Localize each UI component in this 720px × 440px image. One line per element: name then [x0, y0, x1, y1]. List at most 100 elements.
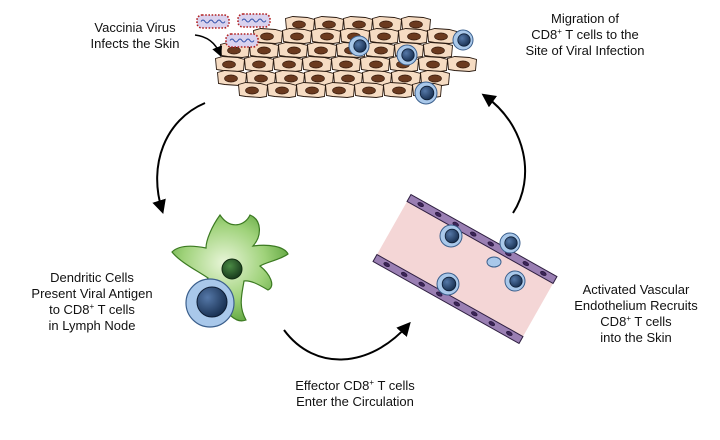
endothelial-nucleus	[417, 202, 424, 208]
t-cell-icon	[504, 270, 526, 292]
label-line: in Lymph Node	[48, 318, 136, 333]
skin-cell-nucleus	[392, 86, 406, 95]
skin-cell-nucleus	[282, 60, 296, 69]
skin-cell-nucleus	[314, 46, 328, 55]
t-cell-icon	[499, 232, 521, 254]
skin-cell-nucleus	[290, 32, 304, 41]
virus-particle-icon	[196, 14, 230, 29]
label-line: Migration of	[551, 11, 619, 26]
endothelial-nucleus	[383, 262, 390, 268]
endothelial-nucleus	[418, 281, 425, 287]
skin-cell-nucleus	[322, 20, 336, 29]
skin-cell-nucleus	[407, 32, 421, 41]
virus-particle-icon	[225, 33, 259, 48]
endothelial-nucleus	[540, 270, 547, 276]
t-cell-icon	[348, 35, 370, 57]
label-line: into the Skin	[600, 330, 672, 345]
endothelial-nucleus	[471, 311, 478, 317]
t-cell-extravasating	[486, 256, 502, 268]
skin-cell-nucleus	[254, 74, 268, 83]
endothelial-nucleus	[435, 211, 442, 217]
vessel-lumen	[375, 198, 555, 340]
endothelial-nucleus	[506, 330, 513, 336]
label-line: CD8+ T cells	[600, 314, 672, 329]
skin-cell-nucleus	[222, 60, 236, 69]
endothelial-nucleus	[470, 231, 477, 237]
skin-cell-nucleus	[362, 86, 376, 95]
endothelial-nucleus	[488, 321, 495, 327]
skin-cell-nucleus	[287, 46, 301, 55]
skin-cell-nucleus	[292, 20, 306, 29]
label-line: CD8+ T cells to the	[531, 27, 639, 42]
vessel-wall	[372, 253, 524, 345]
label-line: Endothelium Recruits	[574, 298, 698, 313]
skin-cell-nucleus	[332, 86, 346, 95]
t-cell-icon	[439, 224, 463, 248]
skin-cell-nucleus	[426, 60, 440, 69]
skin-cell-nucleus	[409, 20, 423, 29]
endothelial-nucleus	[401, 271, 408, 277]
skin-cell-nucleus	[309, 60, 323, 69]
skin-tissue-icon	[215, 16, 477, 98]
t-cell-icon	[414, 81, 438, 105]
endothelial-nucleus	[453, 301, 460, 307]
label-line: Activated Vascular	[582, 282, 690, 297]
t-cell-icon	[185, 278, 235, 328]
skin-cell-nucleus	[252, 60, 266, 69]
skin-cell-nucleus	[305, 86, 319, 95]
label-line: Site of Viral Infection	[525, 43, 645, 58]
skin-cell-nucleus	[377, 32, 391, 41]
endothelial-nucleus	[522, 261, 529, 267]
virus-particle-icon	[237, 13, 271, 28]
dendritic-nucleus	[221, 258, 243, 280]
t-cell-icon	[436, 272, 460, 296]
vessel-wall	[406, 193, 558, 285]
t-cell-icon	[452, 29, 474, 51]
skin-cell-nucleus	[227, 46, 241, 55]
skin-cell-nucleus	[339, 60, 353, 69]
skin-cell-nucleus	[311, 74, 325, 83]
skin-cell-nucleus	[434, 32, 448, 41]
blood-vessel-icon	[372, 193, 558, 345]
skin-cell-nucleus	[284, 74, 298, 83]
skin-cell-nucleus	[369, 60, 383, 69]
skin-cell-nucleus	[374, 46, 388, 55]
cycle-arrow-icon	[481, 93, 527, 214]
cycle-arrow-icon	[283, 321, 411, 361]
label-line: Effector CD8+ T cells	[295, 378, 415, 393]
label-line: Vaccinia Virus	[94, 20, 176, 35]
skin-cell-nucleus	[379, 20, 393, 29]
skin-cell-nucleus	[371, 74, 385, 83]
skin-cell-nucleus	[257, 46, 271, 55]
label-line: Infects the Skin	[90, 36, 180, 51]
skin-cell-nucleus	[341, 74, 355, 83]
virus-particles	[196, 13, 271, 48]
skin-cell-nucleus	[275, 86, 289, 95]
label-line: Present Viral Antigen	[31, 286, 153, 301]
endothelial-nucleus	[436, 291, 443, 297]
skin-cell-nucleus	[398, 74, 412, 83]
label-line: to CD8+ T cells	[49, 302, 135, 317]
skin-cell-nucleus	[428, 74, 442, 83]
skin-cell-nucleus	[320, 32, 334, 41]
cycle-arrow-icon	[152, 102, 206, 215]
skin-cell-nucleus	[260, 32, 274, 41]
t-cells	[348, 29, 526, 296]
t-cell-icon	[396, 44, 418, 66]
skin-cell-nucleus	[456, 60, 470, 69]
infection-arrow	[194, 34, 223, 57]
skin-cell-nucleus	[431, 46, 445, 55]
label-line: Dendritic Cells	[50, 270, 134, 285]
skin-cell-nucleus	[245, 86, 259, 95]
label-line: Enter the Circulation	[296, 394, 414, 409]
skin-cell-nucleus	[352, 20, 366, 29]
skin-cell-nucleus	[224, 74, 238, 83]
endothelial-nucleus	[487, 241, 494, 247]
